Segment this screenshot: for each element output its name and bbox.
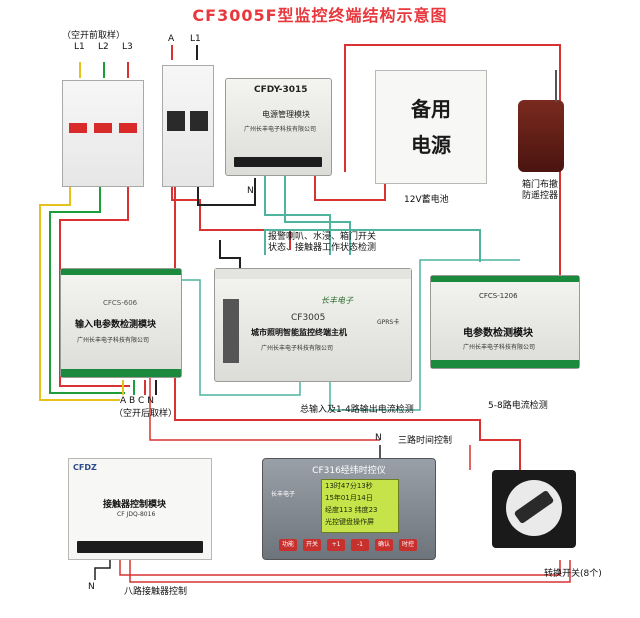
detect-module-name: 电参数检测模块 bbox=[463, 328, 533, 339]
main-gprs: GPRS卡 bbox=[377, 319, 400, 326]
label-L3: L3 bbox=[122, 42, 133, 52]
backup-line1: 备用 bbox=[411, 97, 451, 121]
label-three-way: 三路时间控制 bbox=[398, 436, 453, 446]
main-brand: 长丰电子 bbox=[321, 296, 353, 305]
detect-module-code: CFCS-1206 bbox=[479, 292, 518, 300]
label-N-mid: N bbox=[375, 433, 382, 443]
power-module-code: CFDY-3015 bbox=[254, 85, 308, 95]
input-module-code: CFCS-606 bbox=[103, 299, 138, 307]
remote-control-icon bbox=[518, 100, 564, 172]
selector-switch bbox=[492, 470, 576, 548]
label-remote: 箱门布撤 防遥控器 bbox=[522, 180, 559, 201]
label-alarm: 报警喇叭、水浸、箱门开关 状态、接触器工作状态检测 bbox=[268, 232, 377, 253]
timer-button-timecontrol[interactable]: 时控 bbox=[399, 539, 417, 551]
timer-title: CF316经纬时控仪 bbox=[312, 466, 386, 476]
label-L1: L1 bbox=[74, 42, 85, 52]
label-breaker-front: （空开前取样） bbox=[62, 31, 126, 41]
serial-port-icon bbox=[223, 299, 239, 363]
timer-brand: 长丰电子 bbox=[271, 491, 296, 498]
timer-button-function[interactable]: 功能 bbox=[279, 539, 297, 551]
power-module-name: 电源管理模块 bbox=[262, 110, 310, 119]
main-code: CF3005 bbox=[291, 313, 326, 323]
backup-line2: 电源 bbox=[411, 133, 451, 157]
timer-controller: CF316经纬时控仪 长丰电子 13时47分13秒 15年01月14日 经度11… bbox=[262, 458, 436, 560]
main-name: 城市照明智能监控终端主机 bbox=[251, 328, 347, 337]
diagram-title: CF3005F型监控终端结构示意图 bbox=[192, 6, 448, 25]
label-ABCN: A B C N bbox=[120, 396, 154, 406]
label-L2: L2 bbox=[98, 42, 109, 52]
two-pole-breaker bbox=[162, 65, 214, 187]
parameter-detect-module: CFCS-1206 电参数检测模块 广州长丰电子科技有限公司 bbox=[430, 275, 580, 369]
timer-screen-line2: 15年01月14日 bbox=[325, 494, 373, 502]
timer-button-plus[interactable]: +1 bbox=[327, 539, 345, 551]
main-company: 广州长丰电子科技有限公司 bbox=[261, 345, 334, 352]
input-parameter-module: CFCS-606 输入电参数检测模块 广州长丰电子科技有限公司 bbox=[60, 268, 182, 378]
backup-power: 备用 电源 bbox=[375, 70, 487, 184]
label-total-input: 总输入及1-4路输出电流检测 bbox=[300, 405, 414, 415]
timer-screen-line1: 13时47分13秒 bbox=[325, 482, 373, 490]
timer-button-confirm[interactable]: 确认 bbox=[375, 539, 393, 551]
contactor-control-module: CFDZ 接触器控制模块 CF JDQ-8016 bbox=[68, 458, 212, 560]
label-L1b: L1 bbox=[190, 34, 201, 44]
timer-screen-line3: 经度113 纬度23 bbox=[325, 506, 378, 514]
timer-screen: 13时47分13秒 15年01月14日 经度113 纬度23 光控键盘操作屏 bbox=[321, 479, 399, 533]
power-management-module: CFDY-3015 电源管理模块 广州长丰电子科技有限公司 bbox=[225, 78, 332, 176]
timer-screen-line4: 光控键盘操作屏 bbox=[325, 518, 374, 526]
label-N-top: N bbox=[247, 186, 254, 196]
contactor-brand: CFDZ bbox=[73, 463, 97, 472]
label-N-bot: N bbox=[88, 582, 95, 592]
label-battery: 12V蓄电池 bbox=[404, 195, 449, 205]
main-terminal-host: 长丰电子 CF3005 城市照明智能监控终端主机 广州长丰电子科技有限公司 GP… bbox=[214, 268, 412, 382]
detect-module-company: 广州长丰电子科技有限公司 bbox=[463, 344, 536, 351]
contactor-name: 接触器控制模块 bbox=[103, 500, 167, 510]
label-switch: 转换开关(8个) bbox=[544, 569, 602, 579]
label-after: （空开后取样） bbox=[114, 409, 178, 419]
label-A: A bbox=[168, 34, 175, 44]
antenna-icon bbox=[555, 70, 557, 102]
timer-button-minus[interactable]: -1 bbox=[351, 539, 369, 551]
label-eight-way: 八路接触器控制 bbox=[124, 587, 188, 597]
label-ch58: 5-8路电流检测 bbox=[488, 401, 548, 411]
input-module-name: 输入电参数检测模块 bbox=[75, 320, 157, 330]
input-module-company: 广州长丰电子科技有限公司 bbox=[77, 337, 150, 344]
timer-button-switch[interactable]: 开关 bbox=[303, 539, 321, 551]
contactor-code: CF JDQ-8016 bbox=[117, 511, 156, 518]
three-pole-breaker bbox=[62, 80, 144, 187]
power-module-company: 广州长丰电子科技有限公司 bbox=[244, 126, 317, 133]
